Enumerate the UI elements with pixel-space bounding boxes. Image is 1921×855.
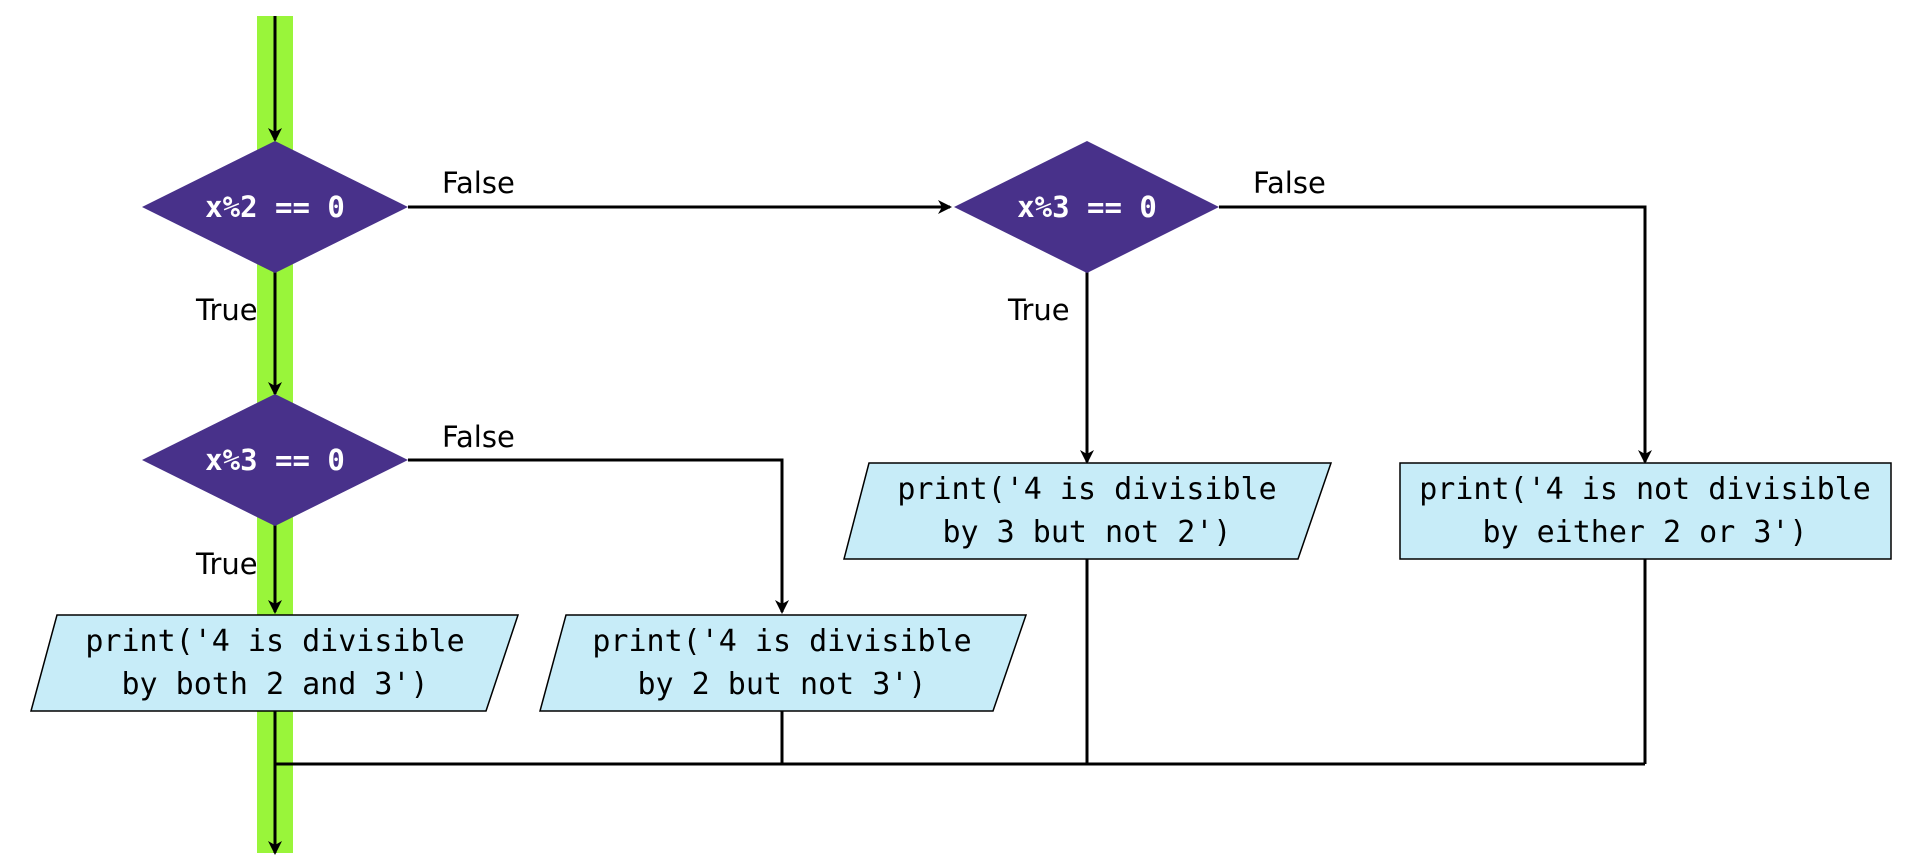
output-o2-line2: by 2 but not 3') [638,667,927,702]
label-d1-true: True [195,293,258,327]
decision-d3 [954,141,1219,273]
label-d2-true: True [195,547,258,581]
output-o2-line1: print('4 is divisible [592,624,971,659]
output-o4-line1: print('4 is not divisible [1419,472,1871,507]
output-o1 [30,614,520,712]
output-o3 [843,462,1333,560]
output-o3-line2: by 3 but not 2') [943,515,1232,550]
label-d3-true: True [1007,293,1070,327]
decision-d1 [142,141,408,273]
decision-d3-text: x%3 == 0 [1017,190,1157,224]
decision-d2 [142,394,408,526]
output-o3-line1: print('4 is divisible [897,472,1276,507]
edge-d3-false [1219,205,1652,464]
edge-d2-false [408,458,789,614]
output-o4 [1399,462,1892,560]
output-o2 [539,614,1028,712]
label-d2-false: False [442,420,515,454]
decision-d2-text: x%3 == 0 [205,443,345,477]
decision-d1-text: x%2 == 0 [205,190,345,224]
label-d1-false: False [442,166,515,200]
output-o1-line1: print('4 is divisible [85,624,464,659]
output-o4-line2: by either 2 or 3') [1482,515,1807,550]
output-o1-line2: by both 2 and 3') [121,667,428,702]
label-d3-false: False [1253,166,1326,200]
